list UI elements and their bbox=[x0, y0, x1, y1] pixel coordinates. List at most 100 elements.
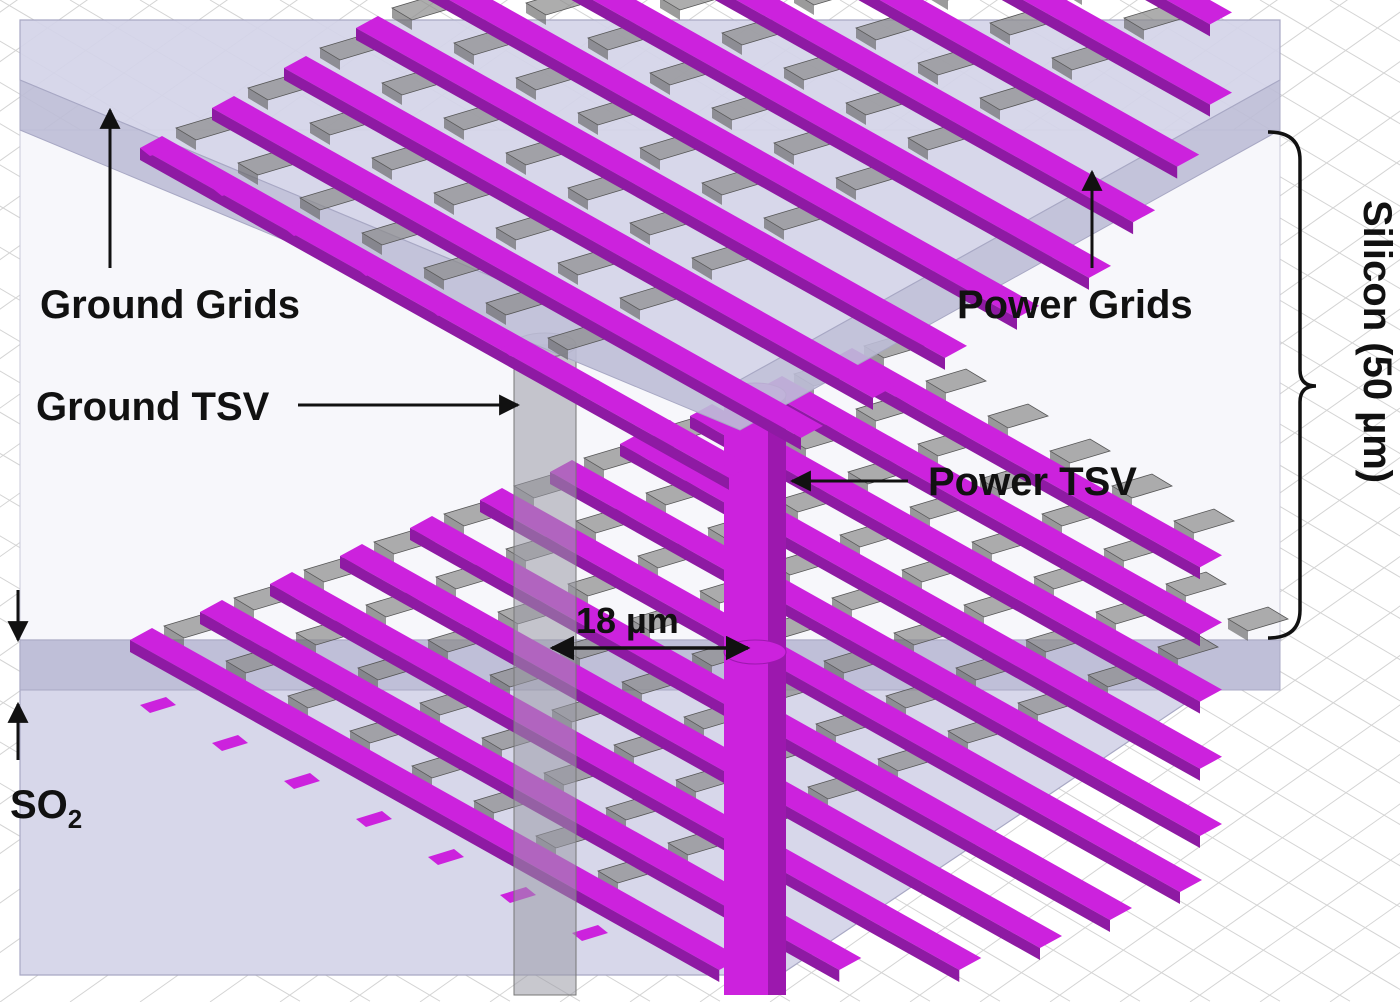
ground-cell-side bbox=[1228, 619, 1248, 641]
power-rail-side bbox=[714, 0, 1134, 235]
floor-grid-line bbox=[0, 0, 89, 63]
power-rail bbox=[449, 0, 1039, 318]
ground-cell-side bbox=[856, 28, 876, 50]
power-stub bbox=[500, 340, 536, 356]
ground-cell-side bbox=[722, 33, 742, 55]
ground-cell-side bbox=[424, 268, 444, 290]
ground-cell-side bbox=[918, 444, 938, 466]
silicon-thickness-brace bbox=[1267, 130, 1317, 640]
ground-cell-side bbox=[304, 570, 324, 592]
ground-cell-side bbox=[496, 228, 516, 250]
ground-cell-side bbox=[568, 188, 588, 210]
power-rail bbox=[736, 0, 1156, 223]
floor-grid-line bbox=[0, 0, 299, 211]
ground-cell-side bbox=[434, 193, 454, 215]
ground-cell-side bbox=[486, 303, 506, 325]
power-grids-label: Power Grids bbox=[957, 283, 1193, 327]
floor-grid-line bbox=[909, 654, 1400, 1003]
silicon-label: Silicon (50 µm) bbox=[1355, 200, 1399, 483]
ground-cell-side bbox=[588, 38, 608, 60]
power-stub bbox=[284, 220, 320, 236]
power-rail-side bbox=[428, 0, 1017, 330]
power-stub bbox=[356, 811, 392, 827]
ground-cell-side bbox=[526, 3, 546, 25]
floor-grid-line bbox=[0, 0, 159, 112]
ground-cell-side bbox=[702, 183, 722, 205]
power-rail-side bbox=[571, 0, 1089, 290]
ground-cell-side bbox=[692, 258, 712, 280]
ground-cell bbox=[1165, 571, 1227, 597]
floor-grid-line bbox=[0, 0, 19, 13]
power-rail bbox=[1166, 0, 1232, 25]
floor-grid-line bbox=[0, 823, 301, 1002]
ground-cell-side bbox=[708, 528, 728, 550]
power-rail bbox=[592, 0, 1111, 278]
ground-cell-side bbox=[620, 298, 640, 320]
power-rail-side bbox=[480, 500, 1180, 904]
power-tsv-shade bbox=[768, 395, 786, 995]
ground-cell-side bbox=[234, 598, 254, 620]
ground-tsv bbox=[513, 344, 577, 996]
ground-cell-side bbox=[980, 98, 1000, 120]
ground-cell-side bbox=[226, 661, 246, 683]
ground-cell-side bbox=[320, 48, 340, 70]
ground-cell-side bbox=[506, 153, 526, 175]
ground-cell-side bbox=[372, 158, 392, 180]
ground-cell-side bbox=[784, 68, 804, 90]
power-rail bbox=[284, 56, 895, 398]
power-rail bbox=[130, 628, 742, 970]
ground-cell-side bbox=[988, 416, 1008, 438]
ground-cell-side bbox=[454, 43, 474, 65]
ground-cell-side bbox=[846, 103, 866, 125]
power-stub bbox=[140, 140, 176, 156]
ground-cell-side bbox=[498, 612, 518, 634]
ground-cell-side bbox=[362, 233, 382, 255]
ground-cell-side bbox=[918, 63, 938, 85]
ground-cell-side bbox=[366, 605, 386, 627]
ground-cell bbox=[1173, 508, 1235, 534]
floor-grid-line bbox=[0, 0, 369, 261]
power-rail-side bbox=[270, 584, 960, 982]
power-stub bbox=[428, 300, 464, 316]
ground-cell-side bbox=[836, 178, 856, 200]
power-stub bbox=[212, 735, 248, 751]
ground-cell-side bbox=[576, 521, 596, 543]
power-rail bbox=[879, 0, 1200, 167]
ground-cell-side bbox=[164, 626, 184, 648]
power-rail-side bbox=[140, 148, 729, 490]
tsv-group bbox=[513, 332, 787, 996]
power-rail bbox=[830, 348, 1222, 568]
power-rail bbox=[550, 460, 1222, 836]
power-rail-side bbox=[830, 360, 1200, 580]
power-rail bbox=[212, 96, 823, 438]
ground-cell-side bbox=[1124, 18, 1144, 40]
ground-cell-side bbox=[764, 218, 784, 240]
ground-cell-side bbox=[926, 381, 946, 403]
floor-grid-line bbox=[1049, 0, 1400, 207]
ground-cell-side bbox=[712, 108, 732, 130]
ground-cell-side bbox=[578, 113, 598, 135]
ground-cell bbox=[1157, 634, 1219, 660]
top-tier bbox=[19, 0, 1281, 490]
ground-cell-side bbox=[358, 668, 378, 690]
ground-cell-side bbox=[288, 696, 308, 718]
power-rail-side bbox=[858, 0, 1178, 179]
floor-grid-line bbox=[0, 0, 509, 360]
ground-tsv-label: Ground TSV bbox=[36, 385, 270, 429]
ground-cell-side bbox=[382, 83, 402, 105]
ground-cell-side bbox=[660, 0, 680, 20]
power-rail-side bbox=[1145, 0, 1210, 37]
power-stub bbox=[284, 773, 320, 789]
ground-cell-side bbox=[856, 409, 876, 431]
floor-grid-line bbox=[1259, 902, 1400, 1003]
ground-cell-side bbox=[931, 0, 948, 10]
power-rail-side bbox=[212, 108, 801, 450]
ground-cell-side bbox=[176, 128, 196, 150]
ground-cell-side bbox=[444, 514, 464, 536]
power-stub bbox=[212, 180, 248, 196]
ground-cell-side bbox=[516, 78, 536, 100]
power-rail bbox=[1023, 0, 1232, 105]
power-tsv-label: Power TSV bbox=[928, 460, 1137, 504]
power-rail-side bbox=[760, 388, 1200, 647]
